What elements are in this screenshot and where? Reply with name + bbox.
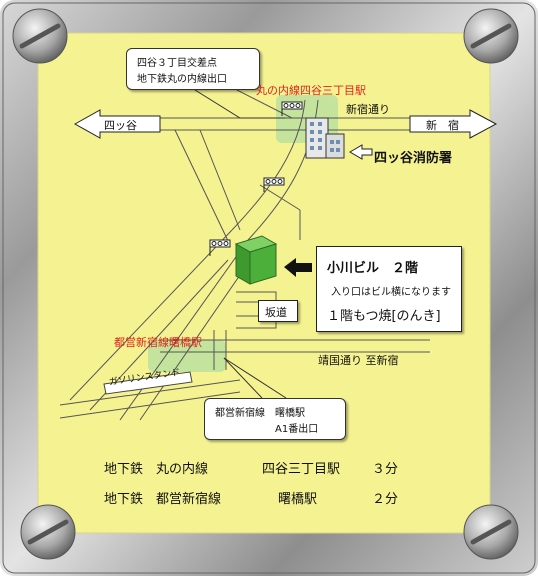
fire-station-icon (305, 117, 345, 159)
arrow-shinjuku-icon (409, 109, 498, 139)
screw-bottom-left-icon (20, 504, 76, 560)
arrow-yotsuya-icon (73, 109, 161, 139)
access-station-1: 四谷三丁目駅 (262, 462, 341, 477)
screw-top-left-icon (12, 8, 68, 64)
restaurant-name: １階もつ焼[のんき] (327, 309, 441, 324)
traffic-signal-icon (209, 101, 303, 248)
marunouchi-station-label: 丸の内線四谷三丁目駅 (256, 84, 366, 97)
direction-arrows (73, 109, 498, 139)
fire-station-pointer-icon (349, 144, 373, 160)
akebonobashi-station-label: 都営新宿線曙橋駅 (114, 336, 202, 349)
callout-yotsuya-crossing-line1: 四谷３丁目交差点 (137, 58, 217, 69)
yasukuni-dori-label: 靖国通り 至新宿 (318, 354, 399, 367)
callout-akebonobashi-line2: A1番出口 (275, 424, 319, 435)
access-time-1: ３分 (372, 462, 399, 477)
screw-bottom-right-icon (463, 504, 519, 560)
arrow-label-yotsuya: 四ッ谷 (104, 119, 137, 132)
access-station-2: 曙橋駅 (278, 492, 318, 507)
screw-top-right-icon (463, 8, 519, 64)
access-time-2: ２分 (372, 492, 399, 507)
callout-akebonobashi-exit: 都営新宿線 曙橋駅 A1番出口 (204, 398, 346, 440)
arrow-label-shinjuku: 新 宿 (426, 119, 459, 132)
fire-station-label: 四ッ谷消防署 (374, 151, 453, 166)
slope-label: 坂道 (265, 306, 287, 319)
akebonobashi-station-area (148, 340, 226, 372)
building-name: 小川ビル ２階 (327, 261, 419, 276)
building-pointer-icon (284, 258, 312, 277)
callout-slope: 坂道 (258, 300, 298, 322)
access-line-1: 地下鉄 丸の内線 (104, 462, 209, 477)
building-entrance-note: 入り口はビル横になります (331, 287, 451, 298)
callout-akebonobashi-line1: 都営新宿線 曙橋駅 (215, 408, 305, 419)
callout-yotsuya-crossing: 四谷３丁目交差点 地下鉄丸の内線出口 (126, 48, 260, 90)
shinjuku-dori-label: 新宿通り (346, 103, 390, 116)
callout-yotsuya-crossing-line2: 地下鉄丸の内線出口 (137, 74, 227, 85)
callout-ogawa-building: 小川ビル ２階 入り口はビル横になります １階もつ焼[のんき] (316, 246, 462, 332)
access-line-2: 地下鉄 都営新宿線 (104, 492, 222, 507)
ogawa-building-icon (234, 235, 278, 285)
